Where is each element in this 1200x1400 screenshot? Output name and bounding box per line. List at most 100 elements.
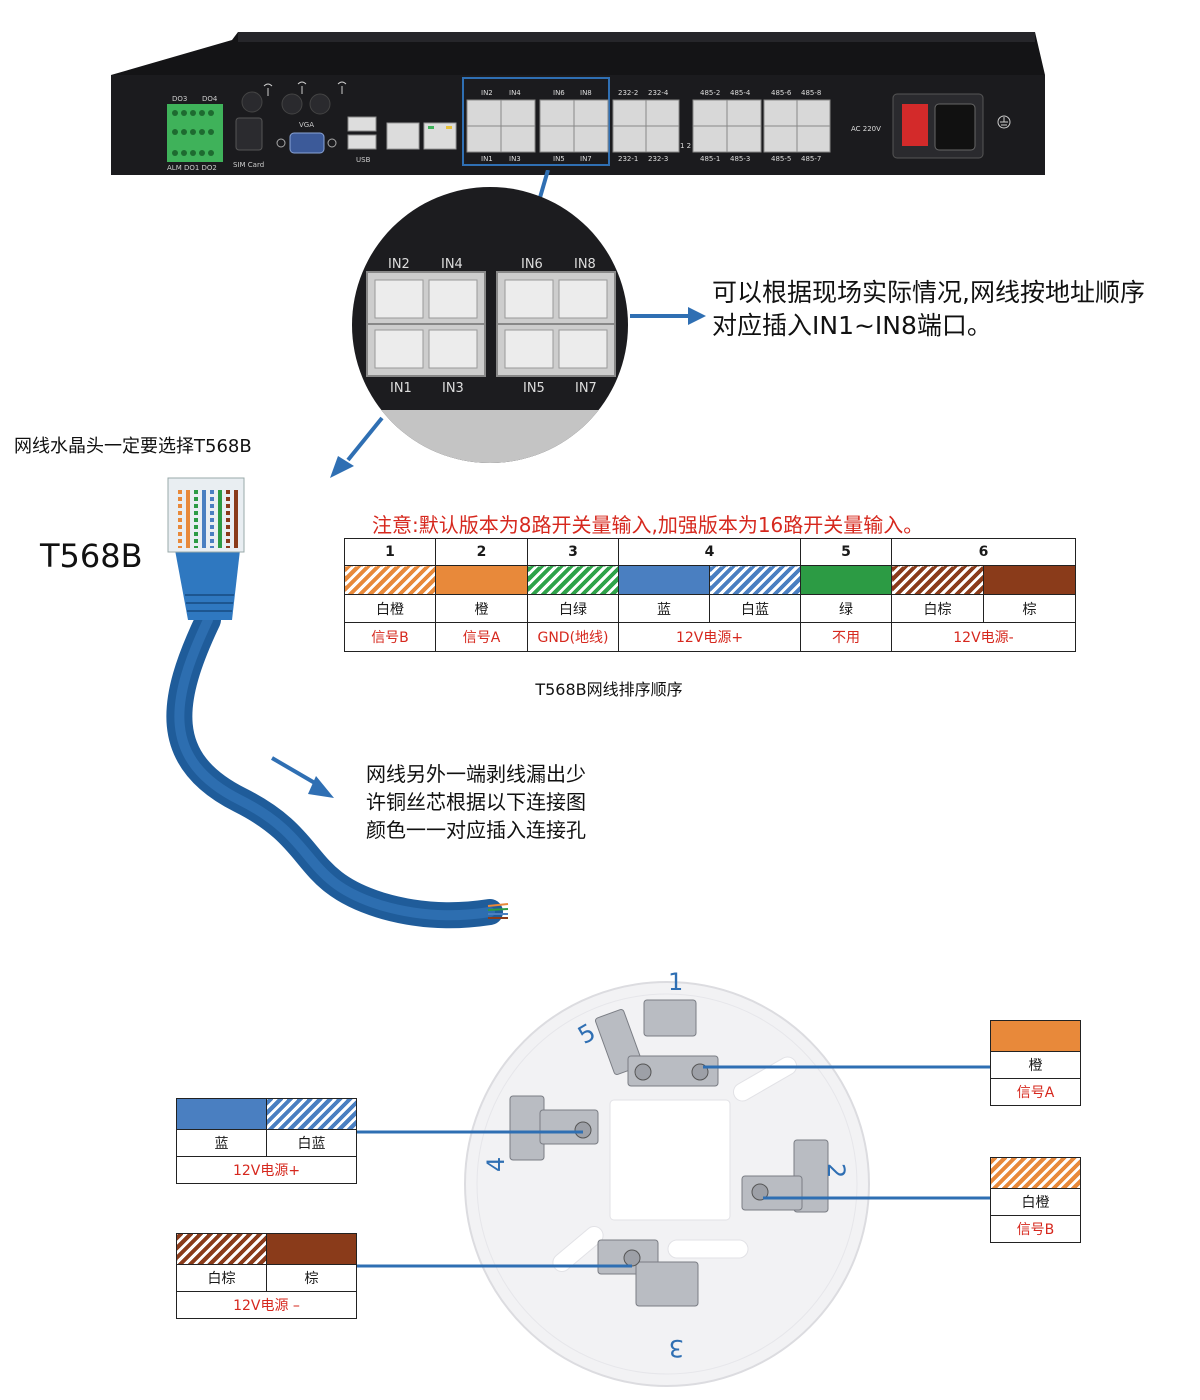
port-note: 可以根据现场实际情况,网线按地址顺序 对应插入IN1~IN8端口。 [712,276,1145,342]
color-name-white-blue: 白蓝 [709,594,801,623]
zoom-circle: IN2 IN4 IN6 IN8 IN1 IN3 IN5 IN7 [352,187,628,463]
strip-note-line3: 颜色一一对应插入连接孔 [366,818,586,842]
sim-slot [235,117,263,151]
color-name-green: 绿 [800,594,892,623]
panel-485-7: 485-7 [801,155,821,163]
plug-boot [175,550,240,620]
swatch-blue [618,565,710,595]
label-orange-signal: 信号A [990,1078,1081,1106]
panel-in4: IN4 [509,89,521,97]
detector-base-diagram: 1 2 3 4 5 [357,968,990,1387]
terminal-num-3: 3 [669,1334,684,1362]
usb-port-1 [347,116,377,132]
panel-485-8: 485-8 [801,89,821,97]
label-white-blue-swatch [266,1098,357,1130]
zoom-in1: IN1 [390,381,412,396]
panel-232-1: 232-1 [618,155,638,163]
label-brown: 白棕 棕 12V电源 – [176,1233,357,1319]
panel-232-3: 232-3 [648,155,668,163]
swatch-brown [983,565,1076,595]
pin-number-6: 6 [891,538,1076,566]
signal-6: 12V电源- [891,622,1076,652]
swatch-white-blue [709,565,801,595]
label-white-orange-swatch [990,1157,1081,1189]
strip-note-line1: 网线另外一端剥线漏出少 [366,762,586,786]
signal-2: 信号A [435,622,528,652]
panel-in3: IN3 [509,155,521,163]
port-note-line2: 对应插入IN1~IN8端口。 [712,311,992,340]
panel-232-2: 232-2 [618,89,638,97]
zoom-in2: IN2 [388,257,410,272]
port-note-line1: 可以根据现场实际情况,网线按地址顺序 [712,278,1145,307]
panel-232-4: 232-4 [648,89,669,97]
pin-number-1: 1 [344,538,436,566]
crimp-note: 网线水晶头一定要选择T568B [14,436,252,457]
terminal-1 [643,999,697,1037]
pin-number-2: 2 [435,538,528,566]
terminal-num-2: 2 [822,1163,850,1178]
panel-ac-label: AC 220V [851,125,881,133]
label-white-orange-name: 白橙 [990,1188,1081,1216]
label-blue-name2: 白蓝 [266,1129,357,1157]
zoom-in7: IN7 [575,381,597,396]
swatch-white-orange [344,565,436,595]
color-name-brown: 棕 [983,594,1076,623]
center-opening [609,1099,731,1221]
panel-485-1: 485-1 [700,155,720,163]
swatch-green [800,565,892,595]
panel-485-3: 485-3 [730,155,750,163]
label-brown-signal: 12V电源 – [176,1291,357,1319]
swatch-orange [435,565,528,595]
label-blue-name1: 蓝 [176,1129,267,1157]
zoom-in5: IN5 [523,381,545,396]
label-white-brown-swatch [176,1233,267,1265]
zoom-in8: IN8 [574,257,596,272]
panel-485-2: 485-2 [700,89,720,97]
signal-3: GND(地线) [527,622,619,652]
label-sim: SIM Card [233,161,264,169]
label-blue-signal: 12V电源+ [176,1156,357,1184]
terminal-block [167,104,223,162]
color-name-blue: 蓝 [618,594,710,623]
signal-4: 12V电源+ [618,622,801,652]
label-orange-swatch [990,1020,1081,1052]
pin-number-4: 4 [618,538,801,566]
table-caption: T568B网线排序顺序 [535,680,683,699]
panel-num12: 1 2 [680,142,691,150]
panel-485-4: 485-4 [730,89,751,97]
terminal-3 [635,1261,699,1307]
label-usb: USB [356,156,371,164]
label-blue: 蓝 白蓝 12V电源+ [176,1098,357,1184]
panel-in1: IN1 [481,155,493,163]
color-name-white-green: 白绿 [527,594,619,623]
strip-note: 网线另外一端剥线漏出少 许铜丝芯根据以下连接图 颜色一一对应插入连接孔 [366,760,586,844]
panel-in2: IN2 [481,89,493,97]
swatch-white-brown [891,565,984,595]
label-white-orange: 白橙 信号B [990,1157,1081,1243]
device-rear-panel: DO3 DO4 ALM DO1 DO2 SIM Card VGA USB IN2… [111,32,1045,175]
lan-port-1 [386,122,420,150]
label-blue-swatch [176,1098,267,1130]
power-switch [902,104,928,146]
strip-note-line2: 许铜丝芯根据以下连接图 [366,790,586,814]
pin-number-3: 3 [527,538,619,566]
panel-485-5: 485-5 [771,155,791,163]
label-orange: 橙 信号A [990,1020,1081,1106]
color-name-orange: 橙 [435,594,528,623]
usb-port-2 [347,134,377,150]
signal-5: 不用 [800,622,892,652]
terminal-num-1: 1 [668,968,683,996]
antenna-icon [263,81,347,96]
label-vga: VGA [299,121,314,129]
panel-in5: IN5 [553,155,565,163]
power-inlet [934,103,976,151]
label-brown-name2: 棕 [266,1264,357,1292]
t568b-pin-table: 1 2 3 4 5 6 白橙 橙 白绿 蓝 白蓝 绿 白棕 棕 信号B 信号A … [344,538,1076,652]
notice-text: 注意:默认版本为8路开关量输入,加强版本为16路开关量输入。 [372,513,924,537]
plug-arrow [346,416,384,462]
color-name-white-orange: 白橙 [344,594,436,623]
rs485-ports [692,99,831,153]
label-alm: ALM DO1 DO2 [167,164,217,172]
swatch-white-green [527,565,619,595]
label-do3: DO3 [172,95,187,103]
